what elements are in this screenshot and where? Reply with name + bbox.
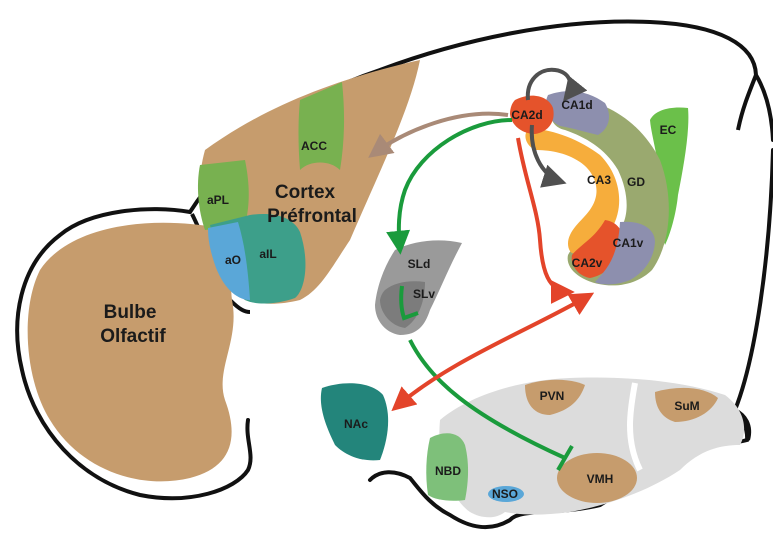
ca2d-to-ca2v-arrow [516, 137, 575, 304]
gd-label: GD [627, 175, 645, 189]
ca3-region [525, 128, 620, 254]
vmh-label: VMH [587, 472, 614, 486]
vmh-region [557, 453, 637, 503]
ca2d-region [510, 95, 554, 134]
cortex-label-1: Cortex [275, 182, 336, 203]
nso-region [488, 486, 524, 502]
nac-ca2v-arrow [391, 292, 595, 412]
nbd-label: NBD [435, 464, 461, 478]
ec-region [650, 107, 689, 245]
apl-region [197, 160, 249, 230]
nac-label: NAc [344, 417, 368, 431]
bulbe-label-2: Olfactif [100, 326, 166, 347]
ca2d-label: CA2d [511, 108, 542, 122]
acc-region [298, 82, 345, 170]
pvn-label: PVN [540, 389, 565, 403]
cortex-label-2: Préfrontal [267, 206, 357, 227]
ao-region [208, 222, 250, 300]
ao-label: aO [225, 253, 241, 267]
acc-label: ACC [301, 139, 327, 153]
sum-region [655, 387, 718, 422]
ca1v-region [595, 221, 655, 285]
ca2d-to-sld-arrow [386, 118, 513, 255]
ca2d-to-ca3-arrow [529, 124, 567, 188]
ca1v-label: CA1v [613, 236, 644, 250]
nbd-region [426, 433, 469, 501]
sld-label: SLd [408, 257, 431, 271]
hypothalamus-fissure [627, 382, 643, 472]
slv-label: SLv [413, 287, 435, 301]
ca3-label: CA3 [587, 173, 611, 187]
ca2d-to-cortex-arrow [368, 111, 509, 158]
ail-label: aIL [259, 247, 276, 261]
ca1d-region [545, 91, 610, 135]
ca2v-label: CA2v [572, 256, 603, 270]
ec-label: EC [660, 123, 677, 137]
ca1d-label: CA1d [561, 98, 592, 112]
apl-label: aPL [207, 193, 229, 207]
olfactory-bulb-outline [15, 207, 253, 501]
nso-label: NSO [492, 487, 518, 501]
vmh-inhibit-bar [556, 444, 574, 472]
bulbe-olfactif-region [27, 222, 234, 482]
sum-label: SuM [674, 399, 699, 413]
cerebellum-outline [736, 74, 758, 131]
ca2d-loop-arrow [525, 67, 588, 102]
bulbe-label-1: Bulbe [104, 302, 157, 323]
nac-region [320, 383, 389, 461]
